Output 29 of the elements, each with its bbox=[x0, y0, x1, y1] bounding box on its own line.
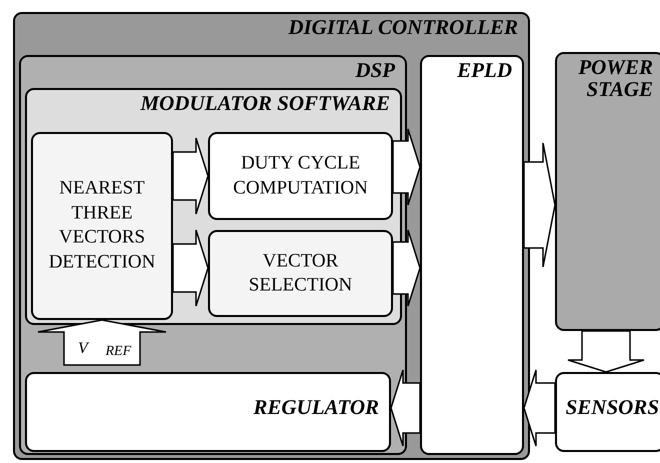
block-arrow bbox=[172, 229, 209, 307]
block-arrow bbox=[37, 319, 167, 366]
process-box bbox=[208, 132, 393, 220]
block-arrow bbox=[172, 137, 209, 215]
power-stage-box bbox=[555, 52, 660, 331]
block-arrow bbox=[523, 142, 556, 268]
heading: DSP bbox=[355, 58, 395, 82]
sensors-box bbox=[555, 372, 660, 452]
heading: EPLD bbox=[457, 58, 512, 82]
process-box bbox=[208, 230, 393, 317]
block-arrow bbox=[390, 369, 421, 447]
software-panel bbox=[25, 88, 402, 325]
digital-controller-panel bbox=[13, 12, 530, 460]
heading: REGULATOR bbox=[253, 395, 379, 419]
dsp-panel bbox=[19, 55, 407, 455]
block-arrow bbox=[392, 128, 421, 206]
box-label: VECTOR SELECTION bbox=[248, 250, 352, 296]
block-arrow bbox=[523, 369, 556, 447]
heading: POWER STAGE bbox=[578, 55, 653, 102]
heading: DIGITAL CONTROLLER bbox=[288, 15, 518, 39]
heading: SENSORS bbox=[566, 395, 659, 419]
box-label: DUTY CYCLE COMPUTATION bbox=[233, 152, 368, 198]
heading: MODULATOR SOFTWARE bbox=[140, 91, 390, 115]
epld-box bbox=[420, 55, 524, 455]
regulator-box bbox=[25, 372, 391, 452]
block-arrow bbox=[392, 229, 421, 307]
box-label: NEAREST THREE VECTORS DETECTION bbox=[48, 178, 156, 273]
block-arrow bbox=[567, 330, 645, 373]
process-box bbox=[31, 132, 173, 320]
